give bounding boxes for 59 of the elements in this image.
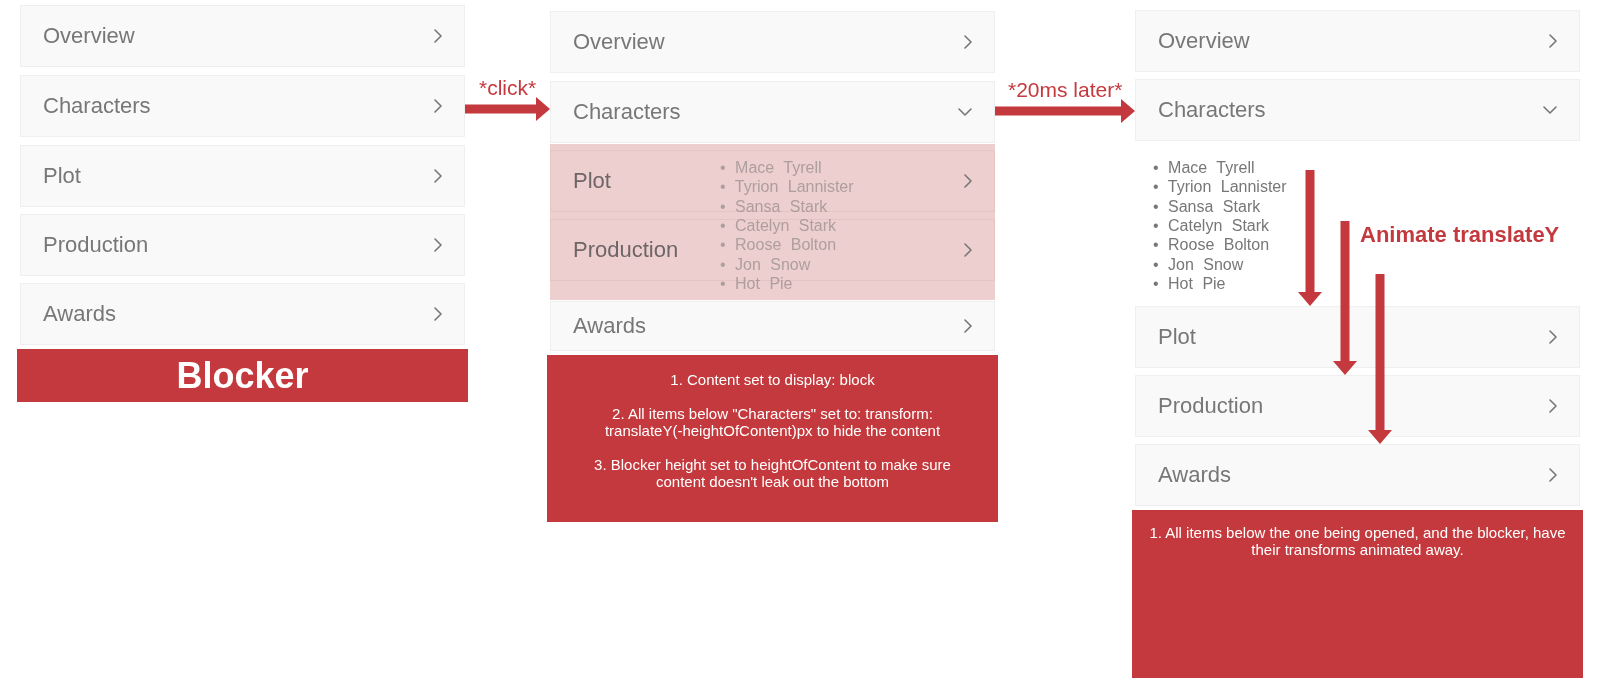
list-item: • Roose Bolton bbox=[720, 235, 837, 255]
blocker-bar bbox=[17, 349, 468, 402]
row-title: Production bbox=[1158, 393, 1264, 419]
note-text: 3. Blocker height set to heightOfContent to make sure content doesn't leak out the bottom bbox=[593, 456, 952, 490]
row-title: Plot bbox=[43, 163, 81, 189]
row-title: Awards bbox=[1158, 462, 1231, 488]
note-text: 1. All items below the one being opened, and the blocker, have their transforms animated away. bbox=[1148, 524, 1567, 558]
list-item: • Jon Snow bbox=[1153, 254, 1244, 274]
accordion-row bbox=[20, 283, 465, 345]
note-text: 1. Content set to display: block bbox=[670, 371, 875, 388]
accordion-row bbox=[1135, 10, 1580, 72]
edge-label: *click* bbox=[479, 76, 537, 100]
list-item: • Tyrion Lannister bbox=[720, 177, 854, 197]
list-item: • Hot Pie bbox=[720, 273, 793, 293]
row-title: Production bbox=[43, 232, 149, 258]
list-item: • Roose Bolton bbox=[1153, 235, 1270, 255]
accordion-row bbox=[550, 301, 995, 351]
list-item: • Mace Tyrell bbox=[720, 158, 822, 177]
accordion-row bbox=[550, 81, 995, 143]
accordion-row bbox=[550, 11, 995, 73]
accordion-row bbox=[1135, 306, 1580, 368]
blocker-bar bbox=[1132, 510, 1583, 678]
row-title: Awards bbox=[43, 301, 116, 327]
accordion-row bbox=[20, 145, 465, 207]
list-item: • Sansa Stark bbox=[1153, 196, 1261, 216]
arrow bbox=[465, 97, 550, 121]
blocker-label: Blocker bbox=[176, 355, 309, 396]
row-title: Overview bbox=[573, 29, 665, 55]
accordion-row bbox=[1135, 444, 1580, 506]
accordion-row bbox=[1135, 79, 1580, 141]
row-title: Overview bbox=[43, 23, 135, 49]
arrow bbox=[1298, 170, 1322, 306]
row-title: Plot bbox=[1158, 324, 1196, 350]
row-title: Production bbox=[573, 237, 679, 263]
accordion-row bbox=[20, 5, 465, 67]
accordion-row bbox=[1135, 375, 1580, 437]
row-title: Characters bbox=[43, 93, 151, 119]
arrow bbox=[1333, 221, 1357, 375]
row-title: Characters bbox=[1158, 97, 1266, 123]
accordion-row bbox=[550, 150, 995, 212]
row-title: Overview bbox=[1158, 28, 1250, 54]
list-item: • Tyrion Lannister bbox=[1153, 177, 1287, 197]
arrow bbox=[995, 99, 1135, 123]
edge-label: *20ms later* bbox=[1008, 78, 1123, 102]
list-item: • Catelyn Stark bbox=[1153, 215, 1270, 235]
row-title: Awards bbox=[573, 313, 646, 339]
note-text: 2. All items below "Characters" set to: transform: translateY(-heightOfContent)px to hide the content bbox=[603, 405, 942, 439]
accordion-row bbox=[20, 75, 465, 137]
list-item: • Mace Tyrell bbox=[1153, 158, 1255, 177]
annotation-text: Animate translateY bbox=[1360, 222, 1560, 248]
row-title: Plot bbox=[573, 168, 611, 194]
row-title: Characters bbox=[573, 99, 681, 125]
list-item: • Hot Pie bbox=[1153, 273, 1226, 293]
list-item: • Jon Snow bbox=[720, 254, 811, 274]
arrow bbox=[1368, 274, 1392, 444]
list-item: • Catelyn Stark bbox=[720, 215, 837, 235]
list-item: • Sansa Stark bbox=[720, 196, 828, 216]
blocker-bar bbox=[547, 355, 998, 522]
accordion-row bbox=[20, 214, 465, 276]
